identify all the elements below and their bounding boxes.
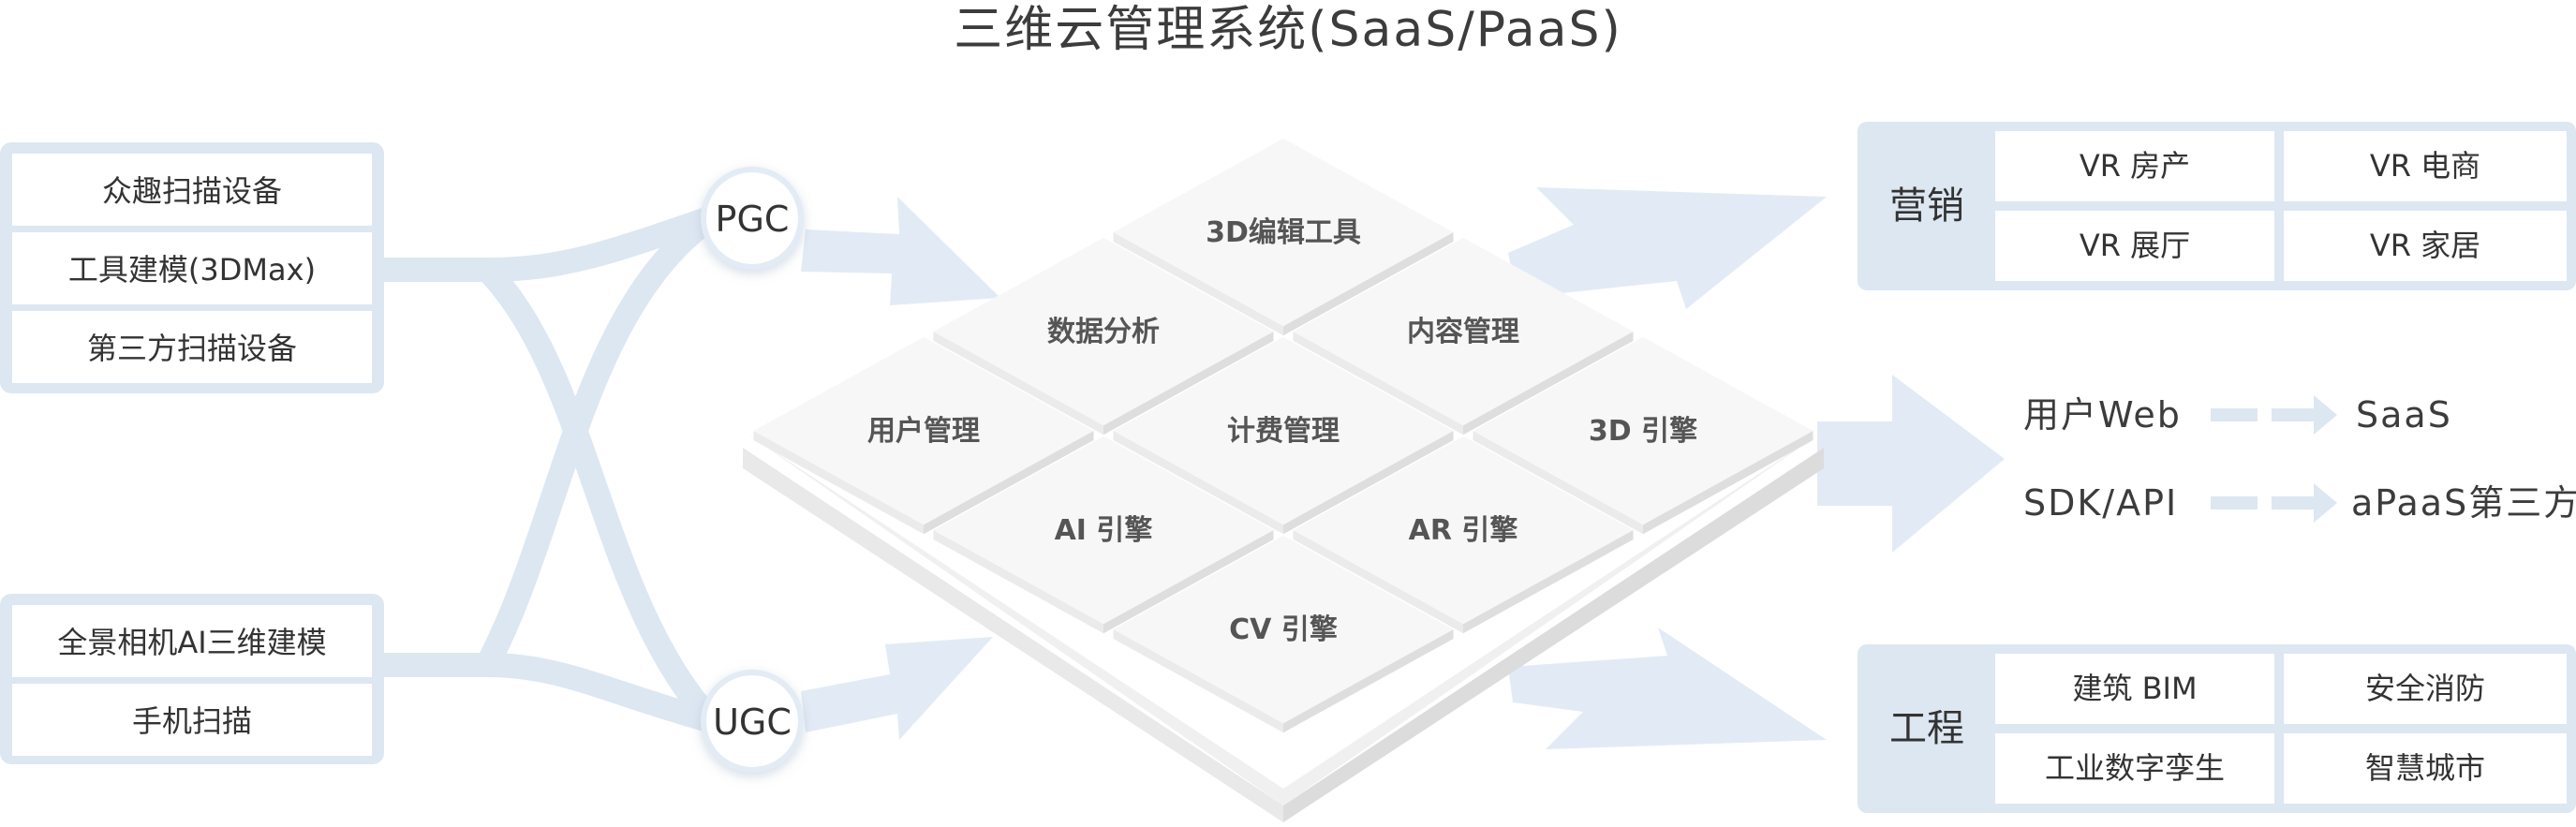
band-pgc-source-to-ugc [478,260,721,730]
tile-label: CV 引擎 [1229,613,1338,646]
engineering-group: 工程 建筑 BIM 安全消防 工业数字孪生 智慧城市 [1858,644,2576,813]
band-ugc-source-to-pgc [476,207,719,672]
engineering-item: 智慧城市 [2365,750,2485,786]
tile-label: 用户管理 [867,415,980,448]
pgc-source-label: 众趣扫描设备 [102,173,282,209]
tile-label: AR 引擎 [1409,514,1518,547]
engineering-item: 建筑 BIM [2072,671,2197,706]
tile-top [1113,336,1454,525]
tile-side [1113,629,1283,733]
tile-side [1103,332,1274,436]
marketing-item: VR 家居 [2370,228,2480,263]
platform-tile-editor: 3D编辑工具 [1113,138,1454,336]
tile-top [933,436,1274,625]
platform-tile-cv: CV 引擎 [1113,535,1454,733]
tile-top [933,237,1274,426]
output-source-label: 用户Web [2023,394,2182,436]
tile-label: AI 引擎 [1055,514,1153,547]
tile-side [1283,431,1454,535]
tile-side [1293,332,1463,436]
tile-side [1463,332,1634,436]
tile-label: 内容管理 [1407,316,1519,348]
pgc-source-item: 众趣扫描设备 [12,154,372,226]
tile-top [753,336,1094,525]
platform-tile-ar: AR 引擎 [1293,436,1634,634]
pgc-source-item: 工具建模(3DMax) [12,232,372,304]
platform-tile-billing: 计费管理 [1113,336,1454,535]
pgc-source-group: 众趣扫描设备 工具建模(3DMax) 第三方扫描设备 [0,142,384,393]
ugc-source-item: 手机扫描 [12,684,372,756]
tile-label: 3D编辑工具 [1206,216,1361,249]
tile-label: 3D 引擎 [1589,415,1697,448]
ugc-source-label: 手机扫描 [132,703,252,739]
arrow-platform-to-marketing [1508,187,1827,309]
pgc-label: PGC [716,199,790,240]
output-sdk-row: SDK/API aPaaS第三方 [2023,482,2576,524]
tile-side [1643,431,1814,535]
platform-base-right [1283,448,1824,822]
tile-label: 数据分析 [1047,316,1160,348]
arrow-platform-to-engineering [1508,628,1827,749]
pgc-node: PGC [701,167,804,270]
tile-side [1103,530,1274,634]
marketing-item: VR 电商 [2370,148,2480,184]
marketing-group: 营销 VR 房产 VR 电商 VR 展厅 VR 家居 [1858,122,2576,290]
ugc-source-item: 全景相机AI三维建模 [12,605,372,677]
output-arrow [2272,483,2337,523]
tile-side [1463,530,1634,634]
tile-side [933,332,1103,436]
platform-tile-ai: AI 引擎 [933,436,1274,634]
flow-arrows [801,187,2005,749]
ugc-source-group: 全景相机AI三维建模 手机扫描 [0,594,384,764]
tile-top [1293,436,1634,625]
tile-side [933,530,1103,634]
marketing-item: VR 展厅 [2080,228,2190,263]
tile-side [1473,431,1643,535]
tile-side [1283,232,1454,336]
platform-tile-engine3d: 3D 引擎 [1473,336,1814,535]
diagram-title: 三维云管理系统(SaaS/PaaS) [954,2,1622,58]
left-flow-bands [375,205,721,733]
tile-top [1113,138,1454,327]
ugc-source-label: 全景相机AI三维建模 [57,625,326,660]
output-arrow [2272,395,2337,435]
output-source-label: SDK/API [2023,482,2178,524]
tile-side [1293,530,1463,634]
tile-side [753,431,924,535]
engineering-label: 工程 [1889,707,1964,750]
platform-tile-analytics: 数据分析 [933,237,1274,436]
tile-side [924,431,1094,535]
arrow-platform-to-output [1817,375,2005,553]
band-ugc-source-to-ugc [375,653,716,733]
engineering-item: 工业数字孪生 [2045,750,2225,786]
ugc-node: UGC [701,670,804,773]
ugc-label: UGC [713,701,792,743]
tile-top [1293,237,1634,426]
tile-side [1283,629,1454,733]
arrow-pgc-to-platform [801,197,1000,305]
tile-top [1113,535,1454,724]
pgc-source-label: 工具建模(3DMax) [68,252,316,288]
arrow-ugc-to-platform [801,637,993,740]
tile-top [1473,336,1814,525]
platform-tile-content: 内容管理 [1293,237,1634,436]
tile-side [1113,232,1283,336]
platform-tile-users: 用户管理 [753,336,1094,535]
platform-base-left [743,448,1283,822]
marketing-item: VR 房产 [2080,148,2190,184]
pgc-source-label: 第三方扫描设备 [87,331,297,366]
engineering-item: 安全消防 [2365,671,2485,706]
output-target-label: SaaS [2356,394,2452,436]
output-target-label: aPaaS第三方 [2351,482,2576,524]
output-web-row: 用户Web SaaS [2023,394,2452,436]
tile-label: 计费管理 [1227,415,1340,448]
pgc-source-item: 第三方扫描设备 [12,311,372,383]
marketing-label: 营销 [1889,185,1964,228]
tile-side [1113,431,1283,535]
